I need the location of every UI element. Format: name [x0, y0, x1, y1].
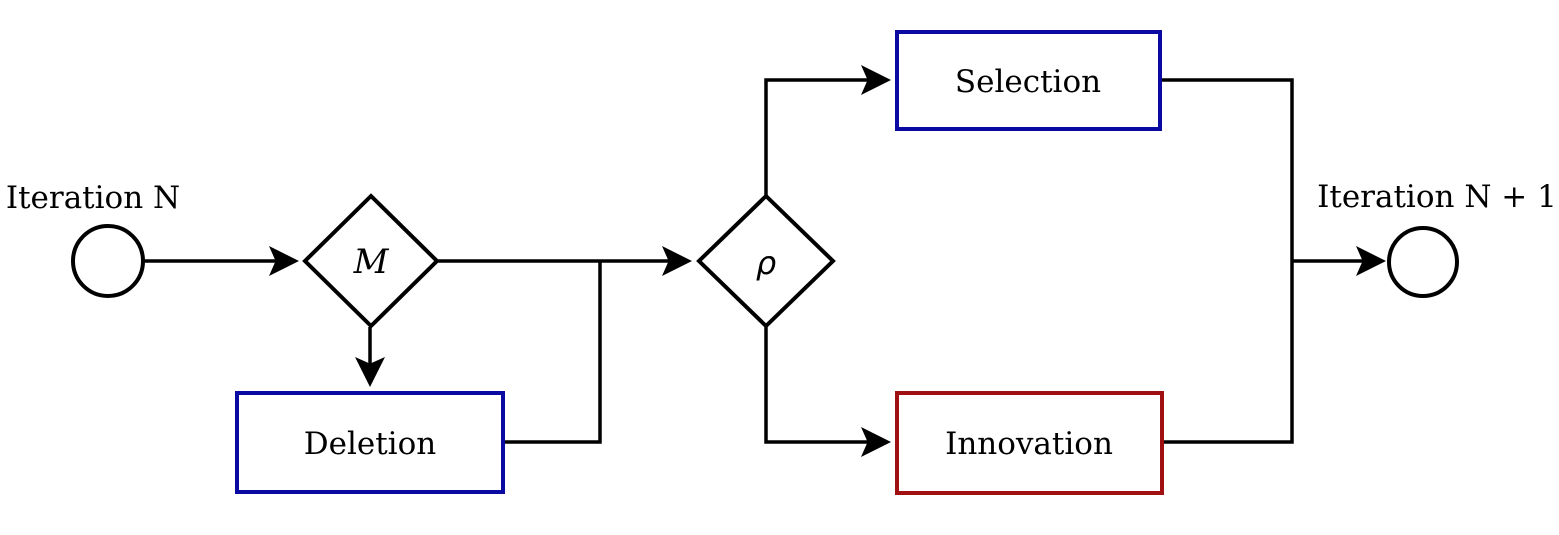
deletion-box-label: Deletion [304, 426, 436, 462]
edge-rho-to-selection [764, 65, 891, 196]
start-circle-label: Iteration N [6, 180, 180, 216]
selection-box [895, 30, 1162, 131]
innovation-box [895, 391, 1164, 495]
rho-decision-diamond [696, 193, 836, 329]
m-decision-label: M [353, 242, 390, 282]
selection-box-label: Selection [955, 64, 1101, 100]
edge-rho-to-innovation [764, 326, 891, 457]
innovation-box-label: Innovation [945, 426, 1113, 462]
deletion-box [235, 391, 505, 494]
end-circle [1387, 226, 1459, 298]
rho-decision-label: ρ [756, 244, 776, 282]
m-decision-diamond [302, 193, 440, 329]
end-circle-label: Iteration N + 1 [1317, 179, 1557, 215]
start-circle [71, 224, 145, 298]
edge-selection-innovation-merge [1160, 78, 1294, 444]
edge-deletion-feedback [503, 261, 602, 444]
